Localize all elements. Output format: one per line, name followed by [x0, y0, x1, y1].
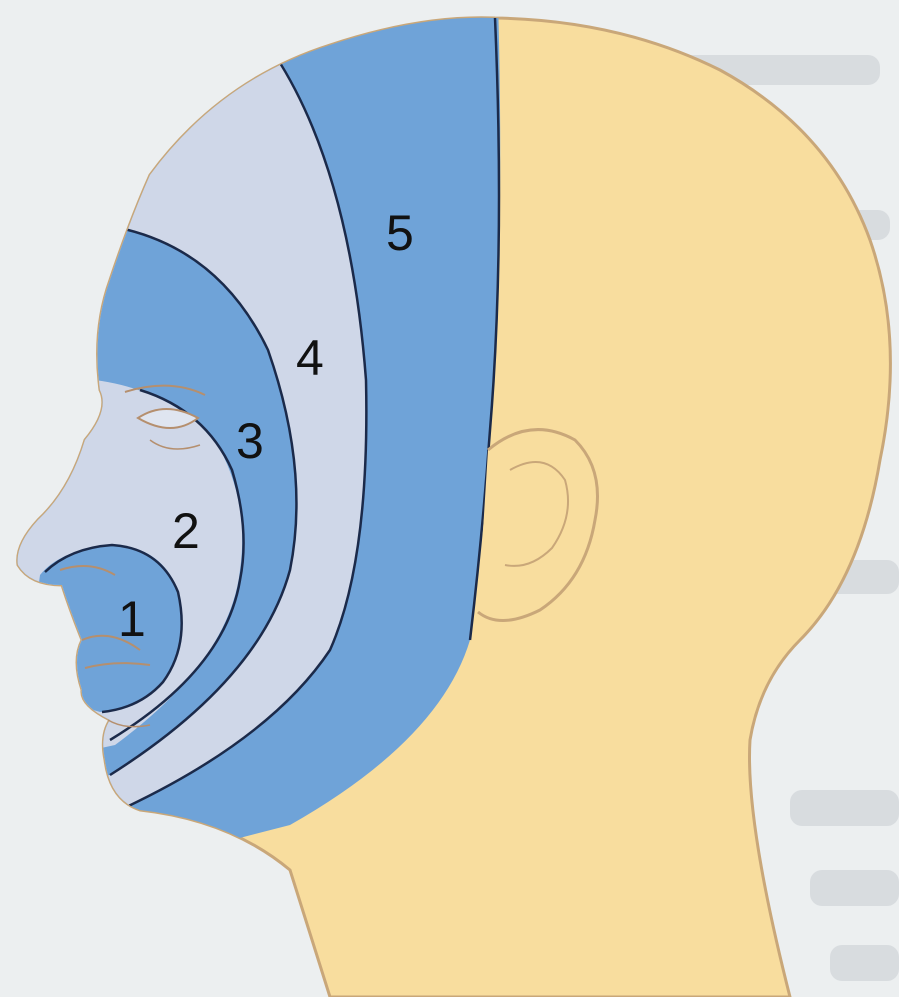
- zone-label-2: 2: [172, 503, 200, 559]
- bg-text-line: [790, 790, 899, 826]
- zone-label-3: 3: [236, 413, 264, 469]
- bg-text-line: [810, 870, 899, 906]
- zone-label-1: 1: [118, 591, 146, 647]
- bg-text-line: [830, 945, 899, 981]
- zone-label-5: 5: [386, 205, 414, 261]
- zone-label-4: 4: [296, 330, 324, 386]
